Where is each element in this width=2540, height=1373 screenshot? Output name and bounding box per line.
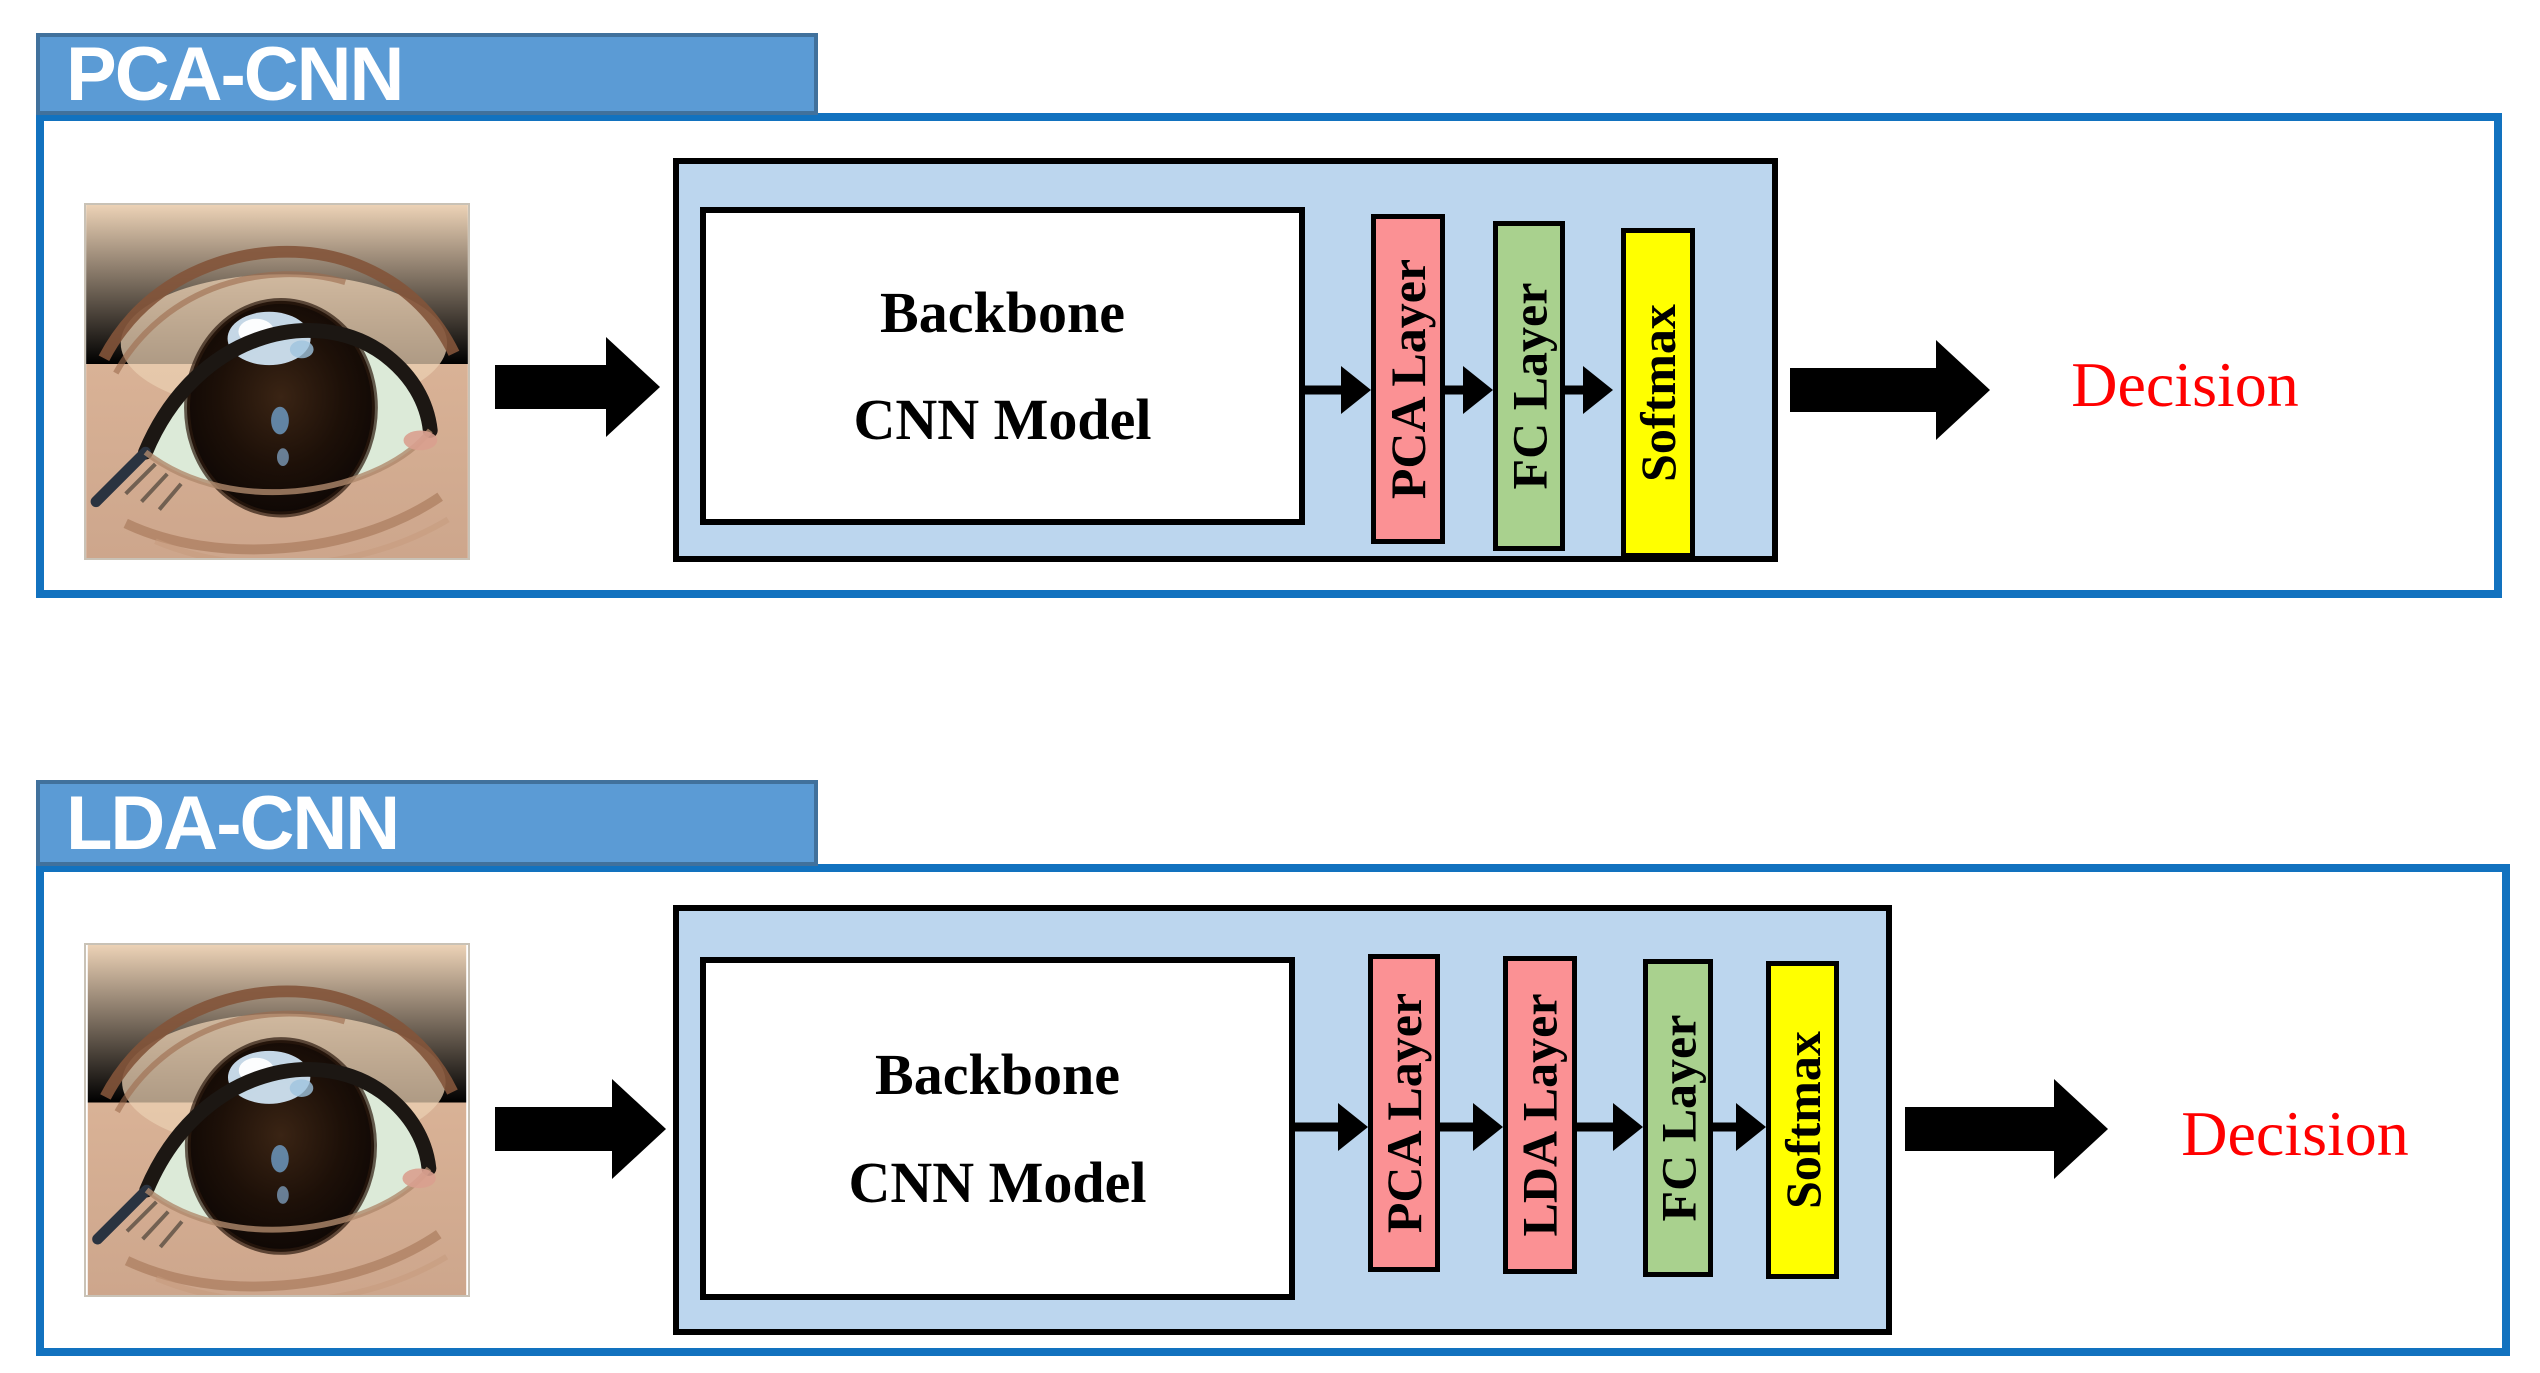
right-arrow-icon — [1936, 340, 1990, 440]
fc-to-softmax-arrow — [1565, 366, 1613, 414]
pca-layer-box: PCA Layer — [1368, 954, 1440, 1272]
lda-cnn-tab-label: LDA-CNN — [66, 780, 400, 866]
right-arrow-icon — [1613, 1103, 1643, 1151]
input-to-backbone-arrow — [495, 337, 660, 437]
eye-photo — [84, 203, 470, 560]
fc-layer-box: FC Layer — [1493, 221, 1565, 551]
softmax-label-wrap: Softmax — [1771, 966, 1834, 1274]
right-arrow-icon — [1341, 366, 1371, 414]
lda-to-fc-arrow — [1577, 1103, 1643, 1151]
decision-text: Decision — [2181, 1098, 2409, 1169]
right-arrow-icon — [612, 1079, 666, 1179]
fc-layer-label-wrap: FC Layer — [1498, 226, 1560, 546]
pca-layer-label: PCA Layer — [1376, 992, 1433, 1234]
arrow-shaft — [1295, 1122, 1340, 1132]
fc-to-softmax-arrow — [1713, 1103, 1766, 1151]
backbone-to-pca-arrow — [1305, 366, 1371, 414]
input-to-backbone-arrow — [495, 1079, 666, 1179]
pca-cnn-diagram: PCA-CNN Backbone CNN Model PCA Layer — [36, 31, 2502, 598]
softmax-label: Softmax — [1774, 1031, 1831, 1209]
decision-label: Decision — [2050, 340, 2320, 430]
pca-cnn-tab-label: PCA-CNN — [66, 31, 404, 117]
backbone-to-pca-arrow — [1295, 1103, 1368, 1151]
fc-layer-label-wrap: FC Layer — [1648, 964, 1708, 1272]
arrow-shaft — [1713, 1122, 1738, 1132]
lda-cnn-tab: LDA-CNN — [36, 780, 818, 866]
lda-cnn-diagram: LDA-CNN Backbone CNN Model PCA Layer — [36, 780, 2510, 1360]
right-arrow-icon — [1338, 1103, 1368, 1151]
backbone-line2: CNN Model — [848, 1149, 1147, 1215]
pca-layer-box: PCA Layer — [1371, 214, 1445, 544]
backbone-cnn-box: Backbone CNN Model — [700, 207, 1305, 525]
softmax-label: Softmax — [1630, 304, 1687, 482]
arrow-shaft — [1305, 385, 1343, 395]
decision-text: Decision — [2071, 349, 2299, 420]
backbone-line1: Backbone — [880, 279, 1125, 345]
backbone-line1: Backbone — [875, 1042, 1120, 1108]
pca-layer-label: PCA Layer — [1380, 258, 1437, 500]
fc-layer-label: FC Layer — [1501, 282, 1558, 490]
softmax-box: Softmax — [1621, 228, 1695, 558]
softmax-box: Softmax — [1766, 961, 1839, 1279]
arrow-shaft — [1440, 1122, 1475, 1132]
pca-to-fc-arrow — [1445, 366, 1493, 414]
lda-layer-label: LDA Layer — [1512, 993, 1569, 1237]
lda-layer-box: LDA Layer — [1503, 956, 1577, 1274]
arrow-shaft — [1445, 385, 1465, 395]
backbone-cnn-box: Backbone CNN Model — [700, 957, 1295, 1300]
arrow-shaft — [1905, 1107, 2056, 1151]
model-to-decision-arrow — [1905, 1079, 2108, 1179]
pca-layer-label-wrap: PCA Layer — [1376, 219, 1440, 539]
fc-layer-box: FC Layer — [1643, 959, 1713, 1277]
right-arrow-icon — [1473, 1103, 1503, 1151]
right-arrow-icon — [2054, 1079, 2108, 1179]
right-arrow-icon — [1583, 366, 1613, 414]
right-arrow-icon — [1463, 366, 1493, 414]
right-arrow-icon — [606, 337, 660, 437]
pca-layer-label-wrap: PCA Layer — [1373, 959, 1435, 1267]
fc-layer-label: FC Layer — [1650, 1014, 1707, 1222]
lda-layer-label-wrap: LDA Layer — [1508, 961, 1572, 1269]
backbone-line2: CNN Model — [853, 387, 1152, 452]
pca-to-lda-arrow — [1440, 1103, 1503, 1151]
arrow-shaft — [1790, 368, 1938, 412]
right-arrow-icon — [1736, 1103, 1766, 1151]
eye-photo — [84, 943, 470, 1297]
arrow-shaft — [495, 1107, 614, 1151]
arrow-shaft — [495, 365, 608, 409]
pca-cnn-tab: PCA-CNN — [36, 31, 818, 117]
model-to-decision-arrow — [1790, 340, 1990, 440]
arrow-shaft — [1577, 1122, 1615, 1132]
arrow-shaft — [1565, 385, 1585, 395]
decision-label: Decision — [2160, 1089, 2430, 1179]
softmax-label-wrap: Softmax — [1626, 233, 1690, 553]
